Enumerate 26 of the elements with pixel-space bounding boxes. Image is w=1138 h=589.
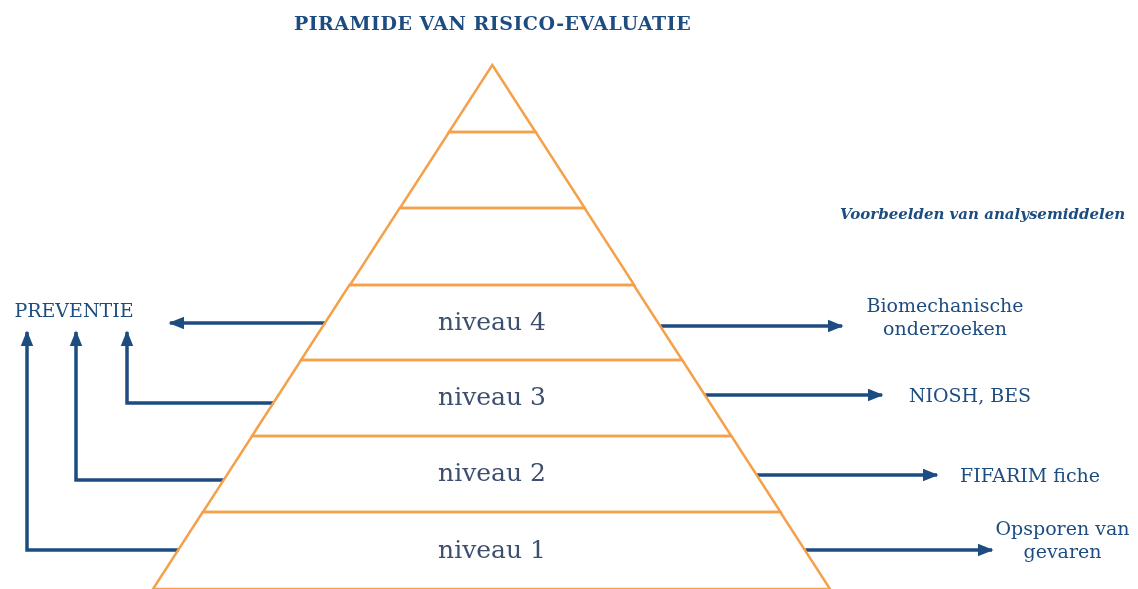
level-label: niveau 4 bbox=[437, 306, 547, 336]
text-label: FIFARIM fiche bbox=[940, 462, 1120, 488]
arrow bbox=[120, 330, 274, 405]
pyramid-band bbox=[301, 285, 683, 360]
arrow bbox=[705, 388, 884, 402]
pyramid-band bbox=[252, 360, 732, 436]
text-label: PREVENTIE bbox=[6, 290, 142, 330]
arrow bbox=[168, 316, 326, 330]
level-label: niveau 3 bbox=[437, 382, 547, 411]
text-label: NIOSH, BES bbox=[885, 382, 1055, 408]
diagram-title: PIRAMIDE VAN RISICO-EVALUATIE bbox=[292, 12, 693, 34]
pyramid-band bbox=[349, 208, 635, 285]
text-label: Opsporen van gevaren bbox=[995, 515, 1130, 565]
text-label: Biomechanische onderzoeken bbox=[845, 292, 1045, 342]
pyramid-band bbox=[203, 436, 781, 512]
level-label: niveau 2 bbox=[437, 458, 547, 487]
arrow bbox=[69, 330, 224, 482]
section-heading: Voorbeelden van analysemiddelen bbox=[840, 205, 1126, 223]
level-label: niveau 1 bbox=[437, 534, 547, 564]
arrow bbox=[756, 468, 939, 482]
pyramid-band bbox=[399, 132, 585, 208]
pyramid-band bbox=[153, 512, 831, 589]
pyramid-top bbox=[448, 65, 536, 132]
arrow bbox=[805, 543, 994, 557]
arrow bbox=[20, 330, 179, 552]
arrow bbox=[660, 319, 844, 333]
